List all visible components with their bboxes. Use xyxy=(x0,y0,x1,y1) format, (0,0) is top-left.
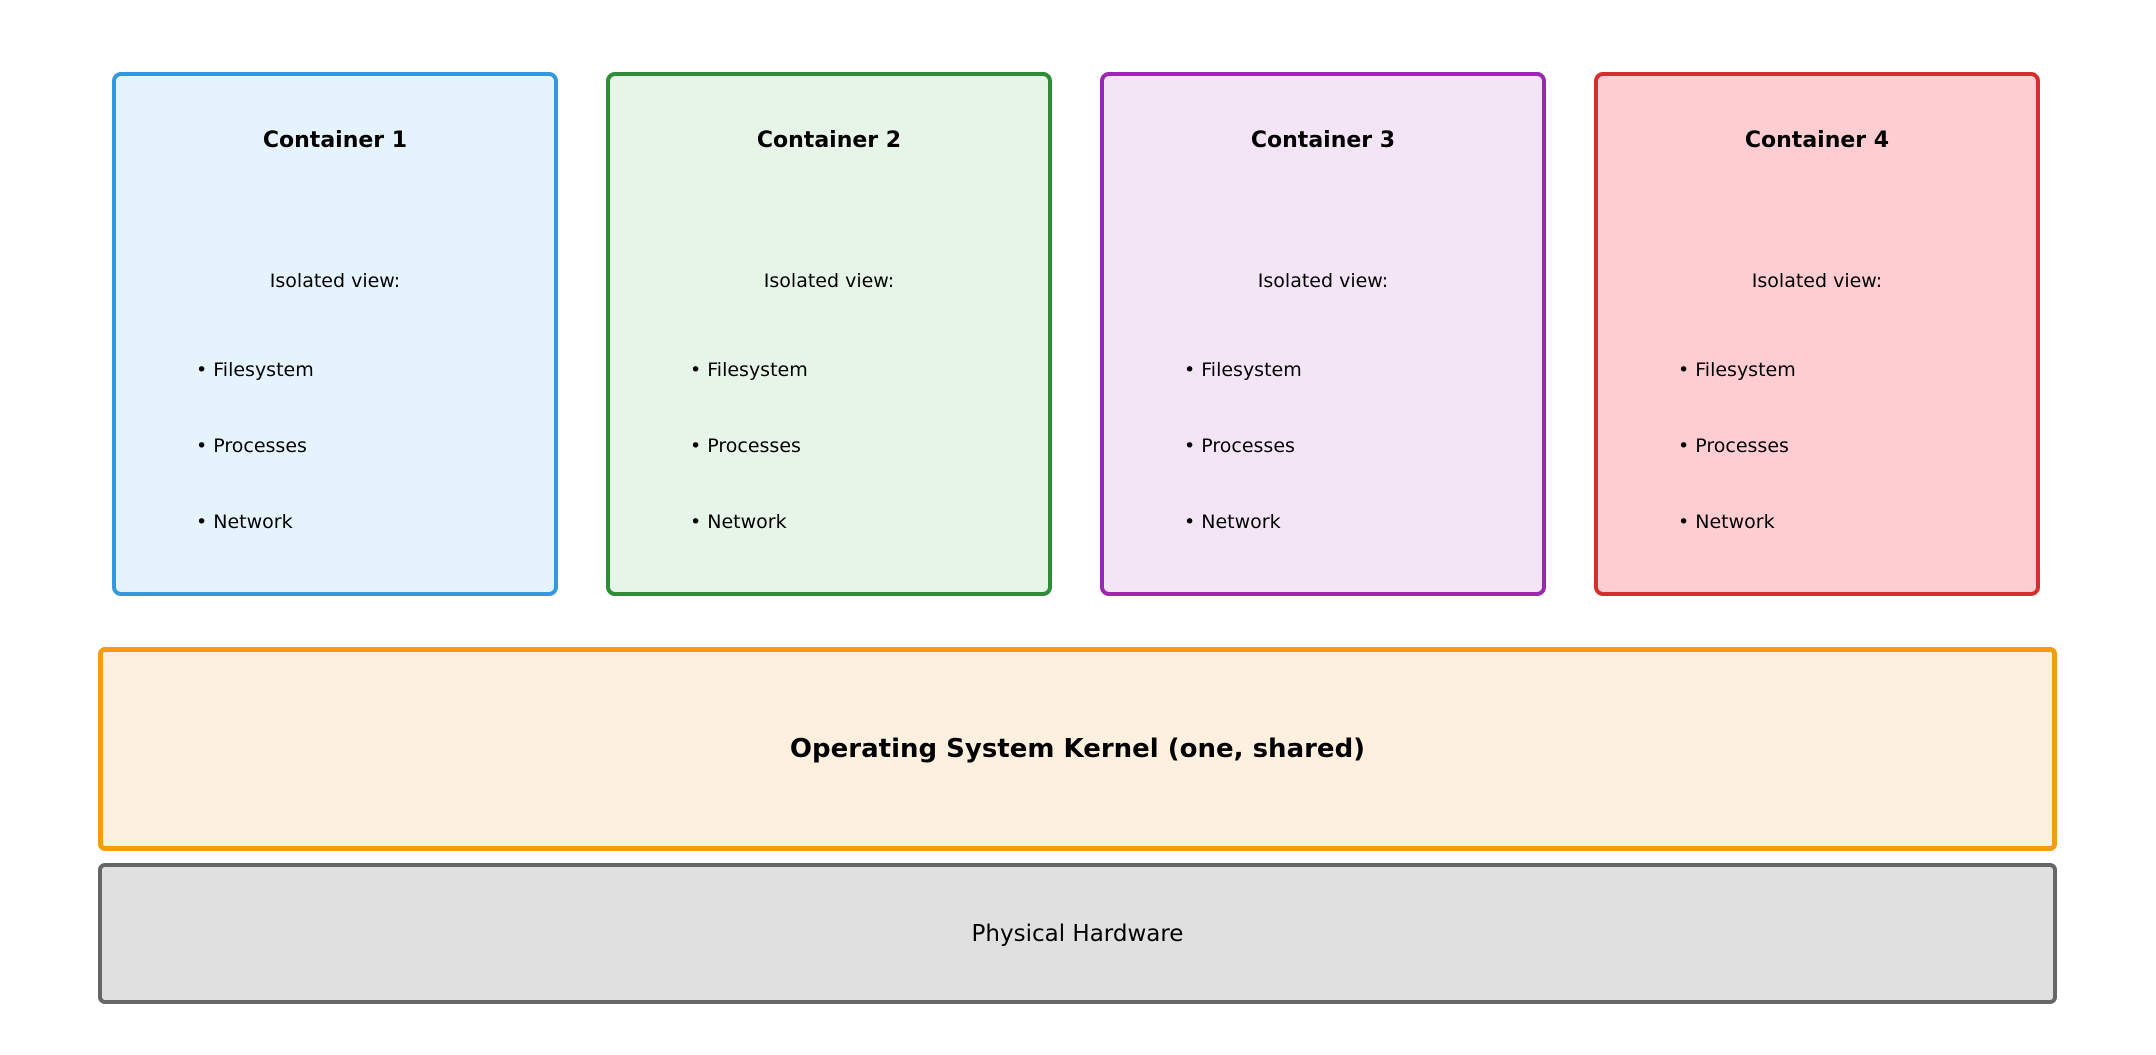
bullet-processes: • Processes xyxy=(690,435,801,457)
bullet-processes: • Processes xyxy=(196,435,307,457)
bullet-filesystem: • Filesystem xyxy=(1678,359,1796,381)
bullet-network: • Network xyxy=(1678,511,1775,533)
bullet-network: • Network xyxy=(196,511,293,533)
container-3-box: Container 3 Isolated view: • Filesystem … xyxy=(1100,72,1546,596)
bullet-filesystem: • Filesystem xyxy=(690,359,808,381)
bullet-filesystem: • Filesystem xyxy=(196,359,314,381)
hardware-layer: Physical Hardware xyxy=(98,863,2057,1004)
isolated-view-label: Isolated view: xyxy=(1257,270,1389,292)
container-title: Container 4 xyxy=(1744,128,1890,153)
bullet-network: • Network xyxy=(690,511,787,533)
container-title: Container 2 xyxy=(756,128,902,153)
container-title: Container 3 xyxy=(1250,128,1396,153)
bullet-network: • Network xyxy=(1184,511,1281,533)
container-title: Container 1 xyxy=(262,128,408,153)
container-4-box: Container 4 Isolated view: • Filesystem … xyxy=(1594,72,2040,596)
isolated-view-label: Isolated view: xyxy=(763,270,895,292)
hardware-label: Physical Hardware xyxy=(971,920,1184,947)
isolated-view-label: Isolated view: xyxy=(269,270,401,292)
container-1-box: Container 1 Isolated view: • Filesystem … xyxy=(112,72,558,596)
bullet-processes: • Processes xyxy=(1184,435,1295,457)
kernel-label: Operating System Kernel (one, shared) xyxy=(789,734,1366,764)
container-2-box: Container 2 Isolated view: • Filesystem … xyxy=(606,72,1052,596)
kernel-layer: Operating System Kernel (one, shared) xyxy=(98,647,2057,851)
isolated-view-label: Isolated view: xyxy=(1751,270,1883,292)
bullet-filesystem: • Filesystem xyxy=(1184,359,1302,381)
bullet-processes: • Processes xyxy=(1678,435,1789,457)
